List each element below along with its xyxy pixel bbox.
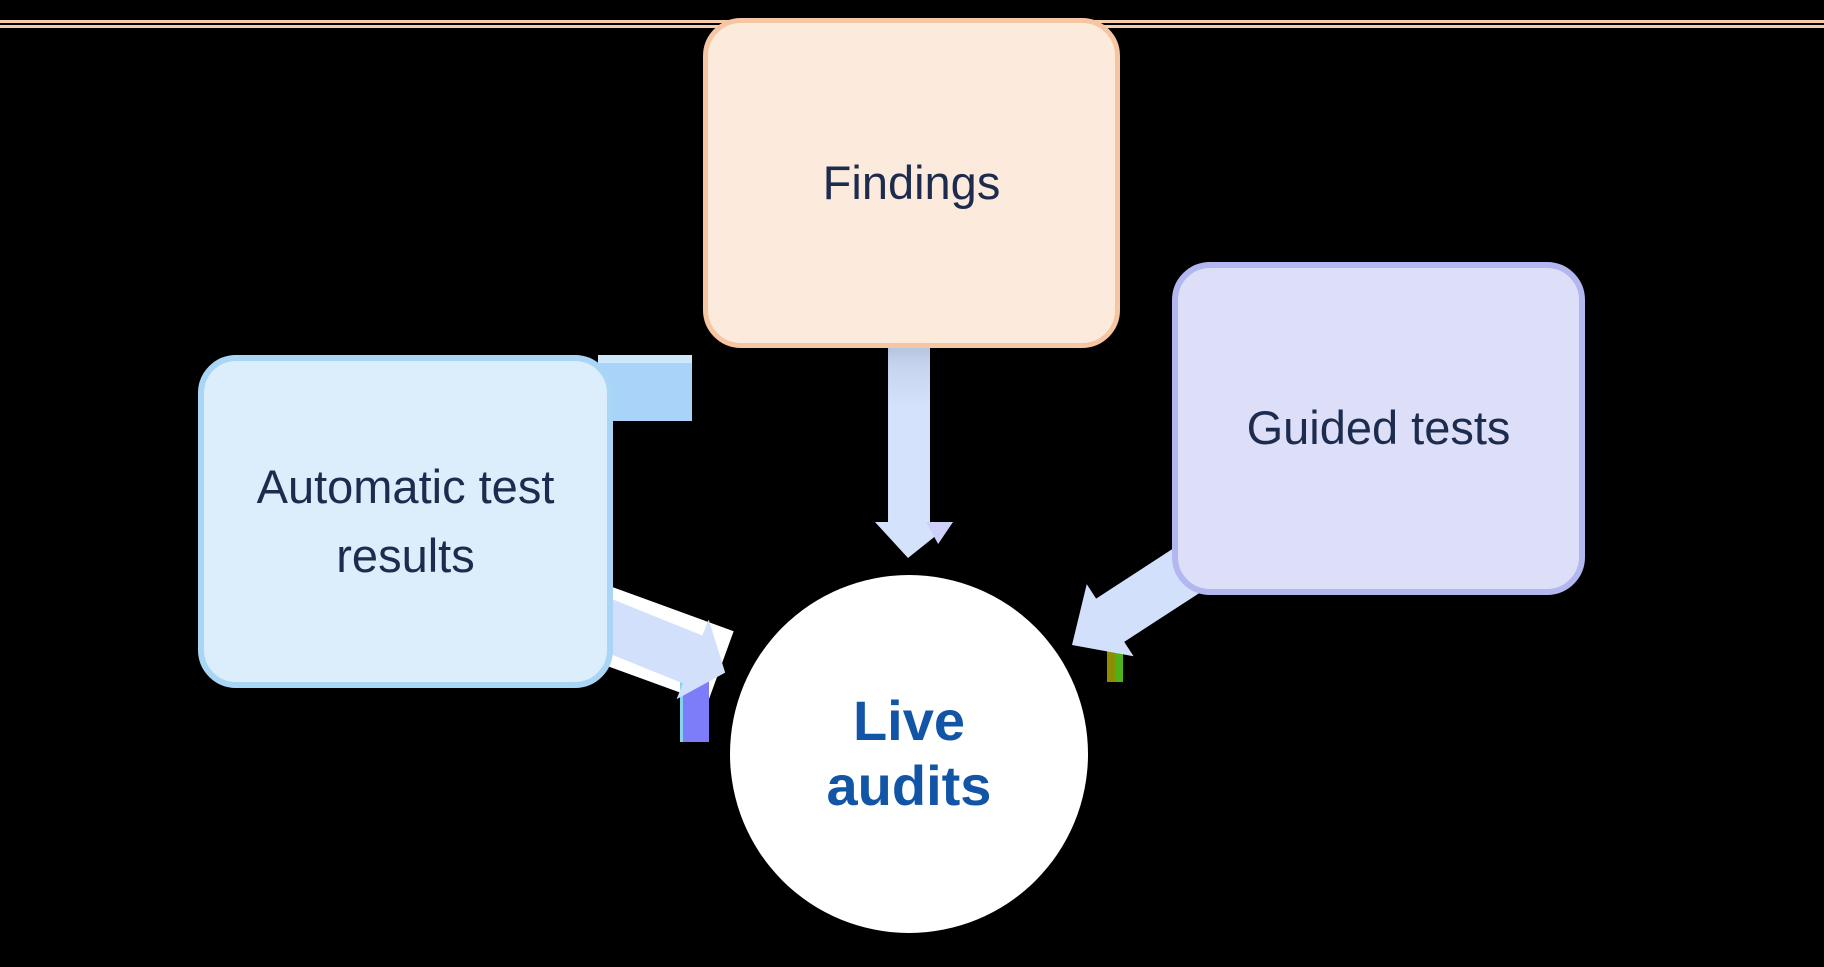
node-live-audits-label: Live audits [826,689,992,817]
node-live-audits: Live audits [730,575,1088,933]
node-findings-label: Findings [822,155,1001,209]
node-guided-tests: Guided tests [1172,262,1585,595]
node-guided-tests-label: Guided tests [1246,401,1511,455]
node-automatic-test-results-label: Automatic test results [256,460,555,582]
hidden-blue-rectangle [598,355,692,421]
node-findings: Findings [703,18,1120,348]
node-automatic-test-results: Automatic test results [198,355,613,688]
